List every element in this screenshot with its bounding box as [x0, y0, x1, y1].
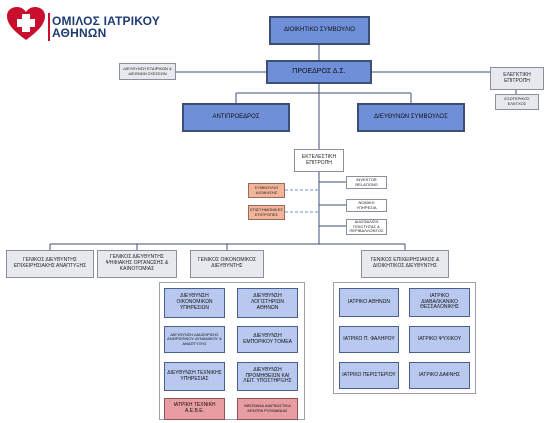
logo-text-line1: ΟΜΙΛΟΣ ΙΑΤΡΙΚΟΥ [52, 14, 161, 28]
corporate-relations-box[interactable]: ΔΙΕΥΘΥΝΣΗ ΕΤΑΙΡΙΚΩΝ & ΔΙΕΘΝΩΝ ΣΧΕΣΕΩΝ [119, 63, 176, 80]
investor-relations-box[interactable]: INVESTOR RELATIONS [346, 176, 387, 189]
financial-services-box[interactable]: ΔΙΕΥΘΥΝΣΗ ΟΙΚΟΝΟΜΙΚΩΝ ΥΠΗΡΕΣΙΩΝ [164, 288, 225, 318]
hospital-thessaloniki-box[interactable]: ΙΑΤΡΙΚΟ ΔΙΑΒΑΛΚΑΝΙΚΟ ΘΕΣΣΑΛΟΝΙΚΗΣ [409, 288, 470, 317]
logo-text-line2: ΑΘΗΝΩΝ [52, 26, 107, 40]
executive-committee-box[interactable]: ΕΚΤΕΛΕΣΤΙΚΗ ΕΠΙΤΡΟΠΗ [294, 149, 344, 172]
quality-assurance-box[interactable]: ΔΙΑΣΦΑΛΙΣΗ ΠΟΙΟΤΗΤΑΣ & ΠΕΡΙΒΑΛΛΟΝΤΟΣ [346, 219, 387, 235]
vice-chairman-box[interactable]: ΑΝΤΙΠΡΟΕΔΡΟΣ [182, 103, 290, 132]
gm-business-development-box[interactable]: ΓΕΝΙΚΟΣ ΔΙΕΥΘΥΝΤΗΣ ΕΠΙΧΕΙΡΗΣΙΑΚΗΣ ΑΝΑΠΤΥ… [6, 250, 94, 278]
company-logo: ΟΜΙΛΟΣ ΙΑΤΡΙΚΟΥ ΑΘΗΝΩΝ [6, 6, 206, 42]
chairman-box[interactable]: ΠΡΟΕΔΡΟΣ Δ.Σ. [266, 60, 372, 84]
audit-committee-box[interactable]: ΕΛΕΓΚΤΙΚΗ ΕΠΙΤΡΟΠΗ [490, 67, 544, 90]
procurement-box[interactable]: ΔΙΕΥΘΥΝΣΗ ΠΡΟΜΗΘΕΙΩΝ ΚΑΙ ΛΕΙΤ. ΥΠΟΣΤΗΡΙΞ… [237, 362, 298, 391]
gm-finance-box[interactable]: ΓΕΝΙΚΟΣ ΟΙΚΟΝΟΜΙΚΟΣ ΔΙΕΥΘΥΝΤΗΣ [190, 250, 264, 278]
gm-digital-innovation-box[interactable]: ΓΕΝΙΚΟΣ ΔΙΕΥΘΥΝΤΗΣ ΨΗΦΙΑΚΗΣ ΟΡΓΑΝΩΣΗΣ & … [97, 250, 177, 278]
commercial-sector-box[interactable]: ΔΙΕΥΘΥΝΣΗ ΕΜΠΟΡΙΚΟΥ ΤΟΜΕΑ [237, 326, 298, 353]
board-of-directors[interactable]: ΔΙΟΙΚΗΤΙΚΟ ΣΥΜΒΟΥΛΙΟ [269, 16, 370, 45]
human-resources-box[interactable]: ΔΙΕΥΘΥΝΣΗ ΔΙΑΧΕΙΡΙΣΗΣ ΑΝΘΡΩΠΙΝΟΥ ΔΥΝΑΜΙΚ… [164, 326, 225, 353]
management-council-box[interactable]: ΣΥΜΒΟΥΛΙΟ ΔΙΟΙΚΗΣΗΣ [248, 183, 285, 198]
accounting-athens-box[interactable]: ΔΙΕΥΘΥΝΣΗ ΛΟΓΙΣΤΗΡΙΩΝ ΑΘΗΝΩΝ [237, 288, 298, 318]
internal-audit-box[interactable]: ΕΣΩΤΕΡΙΚΟΣ ΕΛΕΓΧΟΣ [495, 94, 539, 110]
hospital-athens-box[interactable]: ΙΑΤΡΙΚΟ ΑΘΗΝΩΝ [339, 288, 399, 317]
iatriki-techniki-box[interactable]: ΙΑΤΡΙΚΗ ΤΕΧΝΙΚΗ Α.Ε.Β.Ε. [164, 398, 225, 420]
logo-divider [48, 13, 50, 41]
medsana-box[interactable]: MEDSANA ΔΙΑΓΝΩΣΤΙΚΑ ΚΕΝΤΡΑ ΡΟΥΜΑΝΙΑΣ [237, 398, 298, 420]
hospital-psychiko-box[interactable]: ΙΑΤΡΙΚΟ ΨΥΧΙΚΟΥ [409, 326, 470, 353]
hospital-peristeri-box[interactable]: ΙΑΤΡΙΚΟ ΠΕΡΙΣΤΕΡΙΟΥ [339, 362, 399, 389]
hospital-dafni-box[interactable]: ΙΑΤΡΙΚΟ ΔΑΦΝΗΣ [409, 362, 470, 389]
technical-service-box[interactable]: ΔΙΕΥΘΥΝΣΗ ΤΕΧΝΙΚΗΣ ΥΠΗΡΕΣΙΑΣ [164, 362, 225, 391]
hospital-faliro-box[interactable]: ΙΑΤΡΙΚΟ Π. ΦΑΛΗΡΟΥ [339, 326, 399, 353]
ceo-box[interactable]: ΔΙΕΥΘΥΝΩΝ ΣΥΜΒΟΥΛΟΣ [357, 103, 465, 132]
gm-operations-box[interactable]: ΓΕΝΙΚΟΣ ΕΠΙΧΕΙΡΗΣΙΑΚΟΣ & ΔΙΟΙΚΗΤΙΚΟΣ ΔΙΕ… [361, 250, 449, 278]
heart-cross-logo-icon [7, 7, 45, 40]
scientific-committees-box[interactable]: ΕΠΙΣΤΗΜΟΝΙΚΕΣ ΕΠΙΤΡΟΠΕΣ [248, 205, 285, 220]
legal-service-box[interactable]: ΝΟΜΙΚΗ ΥΠΗΡΕΣΙΑ [346, 199, 387, 212]
